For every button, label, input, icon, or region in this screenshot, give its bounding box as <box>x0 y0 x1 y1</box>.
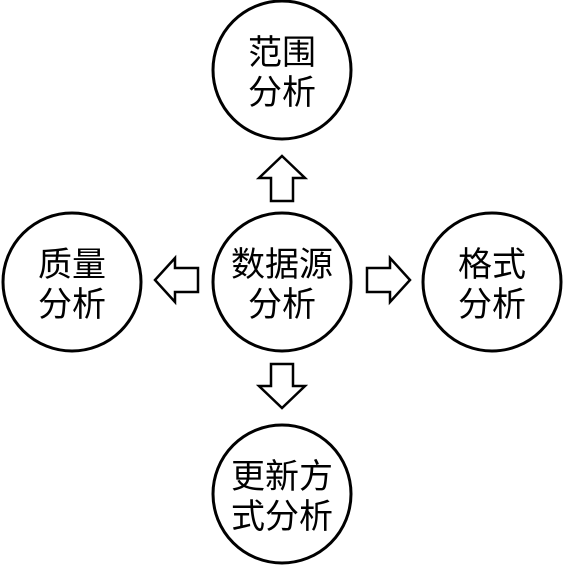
arrow-right-icon <box>365 254 412 306</box>
node-center-data-source-analysis: 数据源 分析 <box>211 211 353 353</box>
node-top-scope-analysis: 范围 分析 <box>211 0 353 141</box>
node-left-label-line1: 质量 <box>38 245 106 285</box>
node-bottom-update-method-analysis: 更新方 式分析 <box>211 423 353 565</box>
arrow-left-icon <box>153 254 200 306</box>
node-center-circle <box>211 211 353 353</box>
node-right-label-line2: 分析 <box>458 285 526 325</box>
node-bottom-label-line2: 式分析 <box>231 497 333 537</box>
node-right-circle <box>421 211 563 353</box>
node-top-label-line1: 范围 <box>248 33 316 73</box>
node-left-circle <box>1 211 143 353</box>
node-top-label-line2: 分析 <box>248 73 316 113</box>
node-left-label-line2: 分析 <box>38 285 106 325</box>
node-top-circle <box>211 0 353 141</box>
node-right-label-line1: 格式 <box>458 245 526 285</box>
node-bottom-label-line1: 更新方 <box>231 457 333 497</box>
node-right-format-analysis: 格式 分析 <box>421 211 563 353</box>
node-center-label-line1: 数据源 <box>231 245 333 285</box>
arrow-up-icon <box>255 154 309 203</box>
arrow-down-icon <box>255 362 309 410</box>
node-center-label-line2: 分析 <box>248 285 316 325</box>
node-left-quality-analysis: 质量 分析 <box>1 211 143 353</box>
node-bottom-circle <box>211 423 353 565</box>
